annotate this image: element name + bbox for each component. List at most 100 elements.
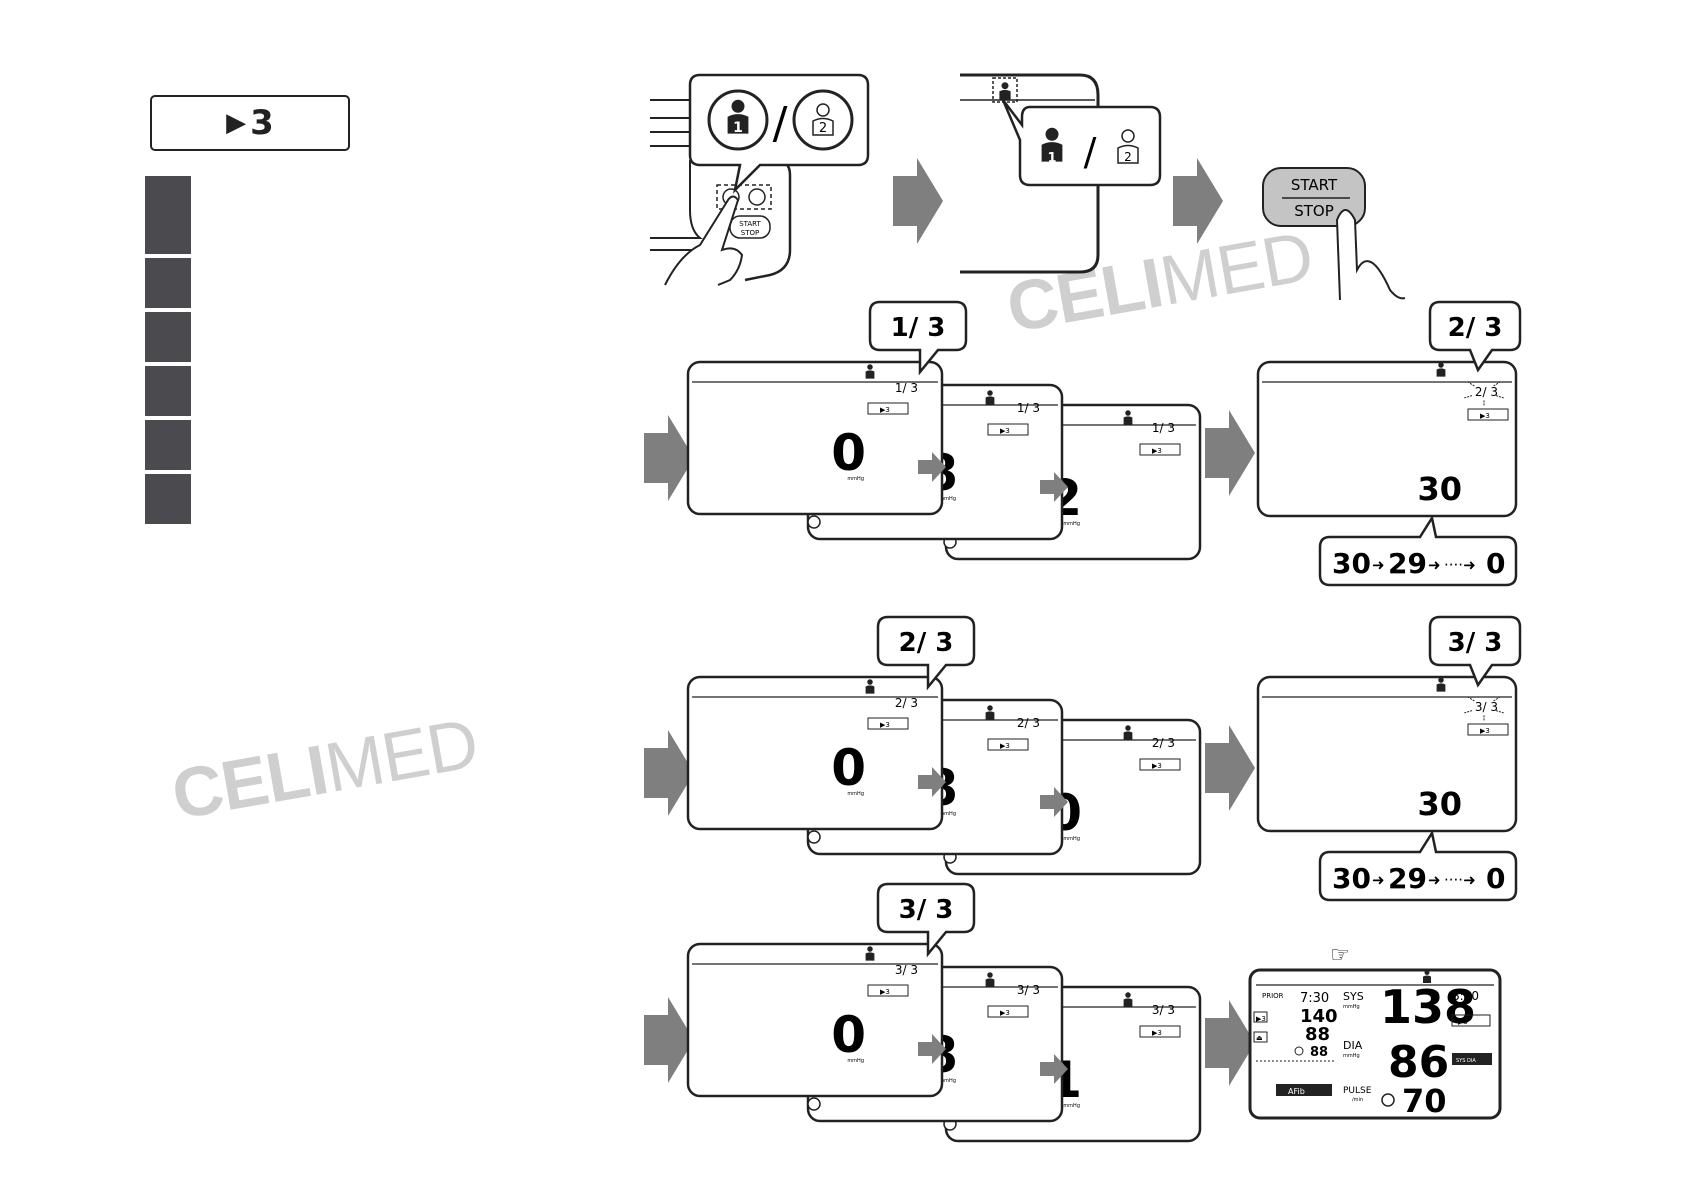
section-tab <box>145 420 191 470</box>
countdown-next: 29 <box>1388 547 1427 580</box>
mode-indicator: ▶3 <box>880 406 890 414</box>
gray-arrow-icon <box>644 730 694 816</box>
stop-label: STOP <box>1294 202 1334 220</box>
play-triangle-icon: ▶ <box>226 108 247 138</box>
unit-label: mmHg <box>847 1058 864 1064</box>
next-counter-callout: 2/ 3 <box>1428 300 1522 373</box>
display-user-callout: 1 / 2 <box>960 73 1162 274</box>
counter-callout-text: 1/ 3 <box>891 313 946 343</box>
countdown-value: 30 <box>1417 470 1462 508</box>
unit-label: mmHg <box>847 791 864 797</box>
pressure-value: 0 <box>831 739 866 797</box>
measurement-counter: 3/ 3 <box>895 963 918 977</box>
mode-indicator: ▶3 <box>1000 742 1010 750</box>
next-counter-text: 2/ 3 <box>1448 313 1503 343</box>
gray-arrow-icon <box>1205 410 1255 496</box>
svg-text:⏏: ⏏ <box>1256 1034 1263 1042</box>
section-tab <box>145 474 191 524</box>
mode-indicator: ▶3 <box>880 988 890 996</box>
measurement-counter: 2/ 3 <box>1475 385 1498 399</box>
mode-indicator: ▶3 <box>1152 1029 1162 1037</box>
unit-label: mmHg <box>1063 521 1080 527</box>
arrow-icon: ➜ <box>1372 556 1385 574</box>
arrow-icon: ➜ <box>1428 556 1441 574</box>
measurement-counter: 3/ 3 <box>1152 1003 1175 1017</box>
unit-label: mmHg <box>1063 836 1080 842</box>
measurement-counter: 1/ 3 <box>1017 401 1040 415</box>
counter-callout: 2/ 3 <box>876 615 976 691</box>
pulse-value: 70 <box>1402 1082 1447 1120</box>
mode-indicator: ▶3 <box>1480 727 1490 735</box>
svg-text:SYS: SYS <box>1343 990 1364 1003</box>
next-counter-text: 3/ 3 <box>1448 628 1503 658</box>
countdown-end: 0 <box>1486 547 1505 580</box>
svg-text:/min: /min <box>1352 1097 1363 1103</box>
measurement-counter: 1/ 3 <box>895 381 918 395</box>
pressing-finger-icon <box>1335 209 1406 301</box>
start-stop-button[interactable]: START STOP <box>1262 167 1406 301</box>
mode-indicator: ▶3 <box>1152 762 1162 770</box>
user2-number: 2 <box>819 121 827 136</box>
svg-text:AFib: AFib <box>1288 1087 1305 1096</box>
countdown-value: 30 <box>1417 785 1462 823</box>
countdown-sequence: 30➜29➜····➜0 <box>1318 829 1518 902</box>
mode-indicator: ▶3 <box>1000 427 1010 435</box>
arrow-icon: ➜ <box>1428 871 1441 889</box>
svg-text:▶3: ▶3 <box>1256 1015 1266 1023</box>
counter-callout: 1/ 3 <box>868 300 968 376</box>
unit-label: mmHg <box>939 496 956 502</box>
next-counter-callout: 3/ 3 <box>1428 615 1522 688</box>
svg-text:PRIOR: PRIOR <box>1262 992 1284 1000</box>
counter-callout-text: 3/ 3 <box>899 895 954 925</box>
mode-indicator: ▶3 <box>1152 447 1162 455</box>
dots-arrow-icon: ····➜ <box>1444 556 1476 574</box>
countdown-start: 30 <box>1332 862 1371 895</box>
measurement-counter: 3/ 3 <box>1017 983 1040 997</box>
svg-text:88: 88 <box>1305 1024 1330 1045</box>
svg-text:PULSE: PULSE <box>1343 1086 1372 1096</box>
counter-callout: 3/ 3 <box>876 882 976 958</box>
section-tab <box>145 258 191 308</box>
countdown-screen: 2/ 3 ▶3 30 <box>1256 360 1518 518</box>
device-start-label: START <box>739 220 761 228</box>
measurement-counter: 2/ 3 <box>1152 736 1175 750</box>
arrow-icon: ➜ <box>1372 871 1385 889</box>
countdown-sequence: 30➜29➜····➜0 <box>1318 514 1518 587</box>
mode-indicator: ▶3 <box>1000 1009 1010 1017</box>
start-label: START <box>1291 176 1338 194</box>
measurement-counter: 2/ 3 <box>1017 716 1040 730</box>
dia-value: 86 <box>1388 1037 1449 1088</box>
user-select-callout: 1 / 2 <box>688 73 870 194</box>
dots-arrow-icon: ····➜ <box>1444 871 1476 889</box>
svg-text:mmHg: mmHg <box>1343 1004 1360 1010</box>
svg-text:7:30: 7:30 <box>1300 991 1329 1006</box>
callout-separator: / <box>773 98 788 149</box>
pressure-value: 0 <box>831 1006 866 1064</box>
ok-circle-icon <box>807 515 821 529</box>
svg-text:140: 140 <box>1300 1006 1338 1027</box>
svg-text:8:00: 8:00 <box>1452 989 1479 1003</box>
unit-label: mmHg <box>939 811 956 817</box>
svg-text:1: 1 <box>1047 151 1056 166</box>
measurement-counter: 2/ 3 <box>895 696 918 710</box>
gray-arrow-icon <box>1205 1000 1255 1086</box>
unit-label: mmHg <box>847 476 864 482</box>
countdown-screen: 3/ 3▶330 <box>1256 675 1518 833</box>
mode-indicator: ▶3 <box>1480 412 1490 420</box>
countdown-start: 30 <box>1332 547 1371 580</box>
pressure-value: 0 <box>831 424 866 482</box>
svg-text:▶3: ▶3 <box>1458 1018 1468 1026</box>
measurement-counter: 1/ 3 <box>1152 421 1175 435</box>
svg-text:/: / <box>1084 130 1097 174</box>
mode-indicator-box: ▶ 3 <box>150 95 350 151</box>
svg-text:2: 2 <box>1124 150 1132 164</box>
counter-callout-text: 2/ 3 <box>899 628 954 658</box>
svg-text:DIA: DIA <box>1343 1039 1363 1052</box>
